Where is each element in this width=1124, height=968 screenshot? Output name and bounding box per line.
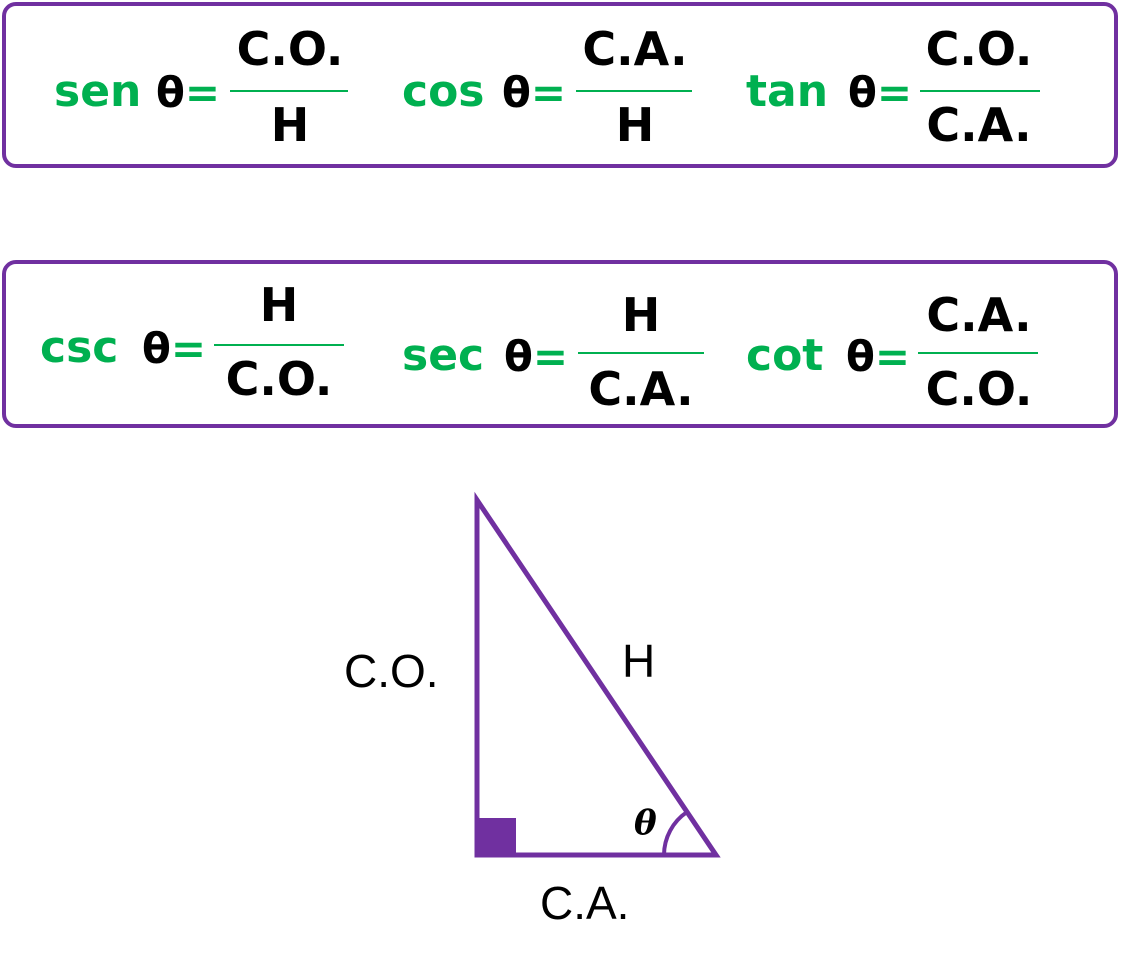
angle-theta-label: θ [634, 803, 657, 843]
denominator: H [615, 98, 655, 152]
numerator: C.O. [236, 22, 344, 76]
theta-symbol: θ [504, 332, 533, 381]
equals-sign: = [184, 68, 221, 117]
reciprocal-ratios-box: csc θ= H C.O. sec θ= H C.A. cot θ= C.A. … [2, 260, 1118, 428]
equals-sign: = [530, 68, 567, 117]
angle-arc [662, 810, 689, 856]
denominator: C.O. [225, 352, 333, 406]
theta-symbol: θ [156, 68, 185, 117]
hypotenuse-label: H [622, 635, 656, 687]
denominator: H [270, 98, 310, 152]
equals-sign: = [876, 68, 913, 117]
primary-ratios-box: sen θ= C.O. H cos θ= C.A. H tan θ= C.O. … [2, 2, 1118, 168]
function-name-sec: sec [402, 330, 485, 381]
function-name-cos: cos [402, 66, 485, 117]
theta-equals: θ= [502, 72, 566, 114]
formula-cot: cot θ= C.A. C.O. [6, 264, 1066, 412]
adjacent-side-label: C.A. [540, 877, 630, 929]
right-angle-marker [478, 818, 516, 854]
theta-equals: θ= [848, 72, 912, 114]
fraction-bar [920, 90, 1040, 92]
formula-sen: sen θ= C.O. H [6, 6, 386, 148]
fraction-bar [576, 90, 692, 92]
fraction-bar [230, 90, 348, 92]
theta-equals: θ= [156, 72, 220, 114]
numerator: C.A. [926, 288, 1032, 342]
fraction-bar [578, 352, 704, 354]
numerator: C.A. [582, 22, 688, 76]
function-name-sen: sen [54, 66, 142, 117]
formula-sec: sec θ= H C.A. [6, 264, 726, 412]
numerator: C.O. [925, 22, 1033, 76]
function-name-tan: tan [746, 66, 829, 117]
numerator: H [621, 288, 661, 342]
numerator: H [259, 278, 299, 332]
formula-cos: cos θ= C.A. H [6, 6, 726, 148]
triangle-outline [474, 491, 721, 858]
opposite-side-label: C.O. [344, 645, 439, 697]
denominator: C.A. [926, 98, 1032, 152]
denominator: C.A. [588, 362, 694, 416]
equals-sign: = [170, 324, 207, 373]
equals-sign: = [532, 332, 569, 381]
theta-symbol: θ [848, 68, 877, 117]
fraction-bar [918, 352, 1038, 354]
formula-csc: csc θ= H C.O. [6, 264, 366, 402]
theta-symbol: θ [502, 68, 531, 117]
theta-equals: θ= [142, 328, 206, 370]
theta-symbol: θ [142, 324, 171, 373]
theta-equals: θ= [846, 336, 910, 378]
denominator: C.O. [925, 362, 1033, 416]
formula-tan: tan θ= C.O. C.A. [6, 6, 1066, 148]
function-name-csc: csc [40, 322, 119, 373]
function-name-cot: cot [746, 330, 824, 381]
theta-equals: θ= [504, 336, 568, 378]
equals-sign: = [874, 332, 911, 381]
theta-symbol: θ [846, 332, 875, 381]
fraction-bar [214, 344, 344, 346]
